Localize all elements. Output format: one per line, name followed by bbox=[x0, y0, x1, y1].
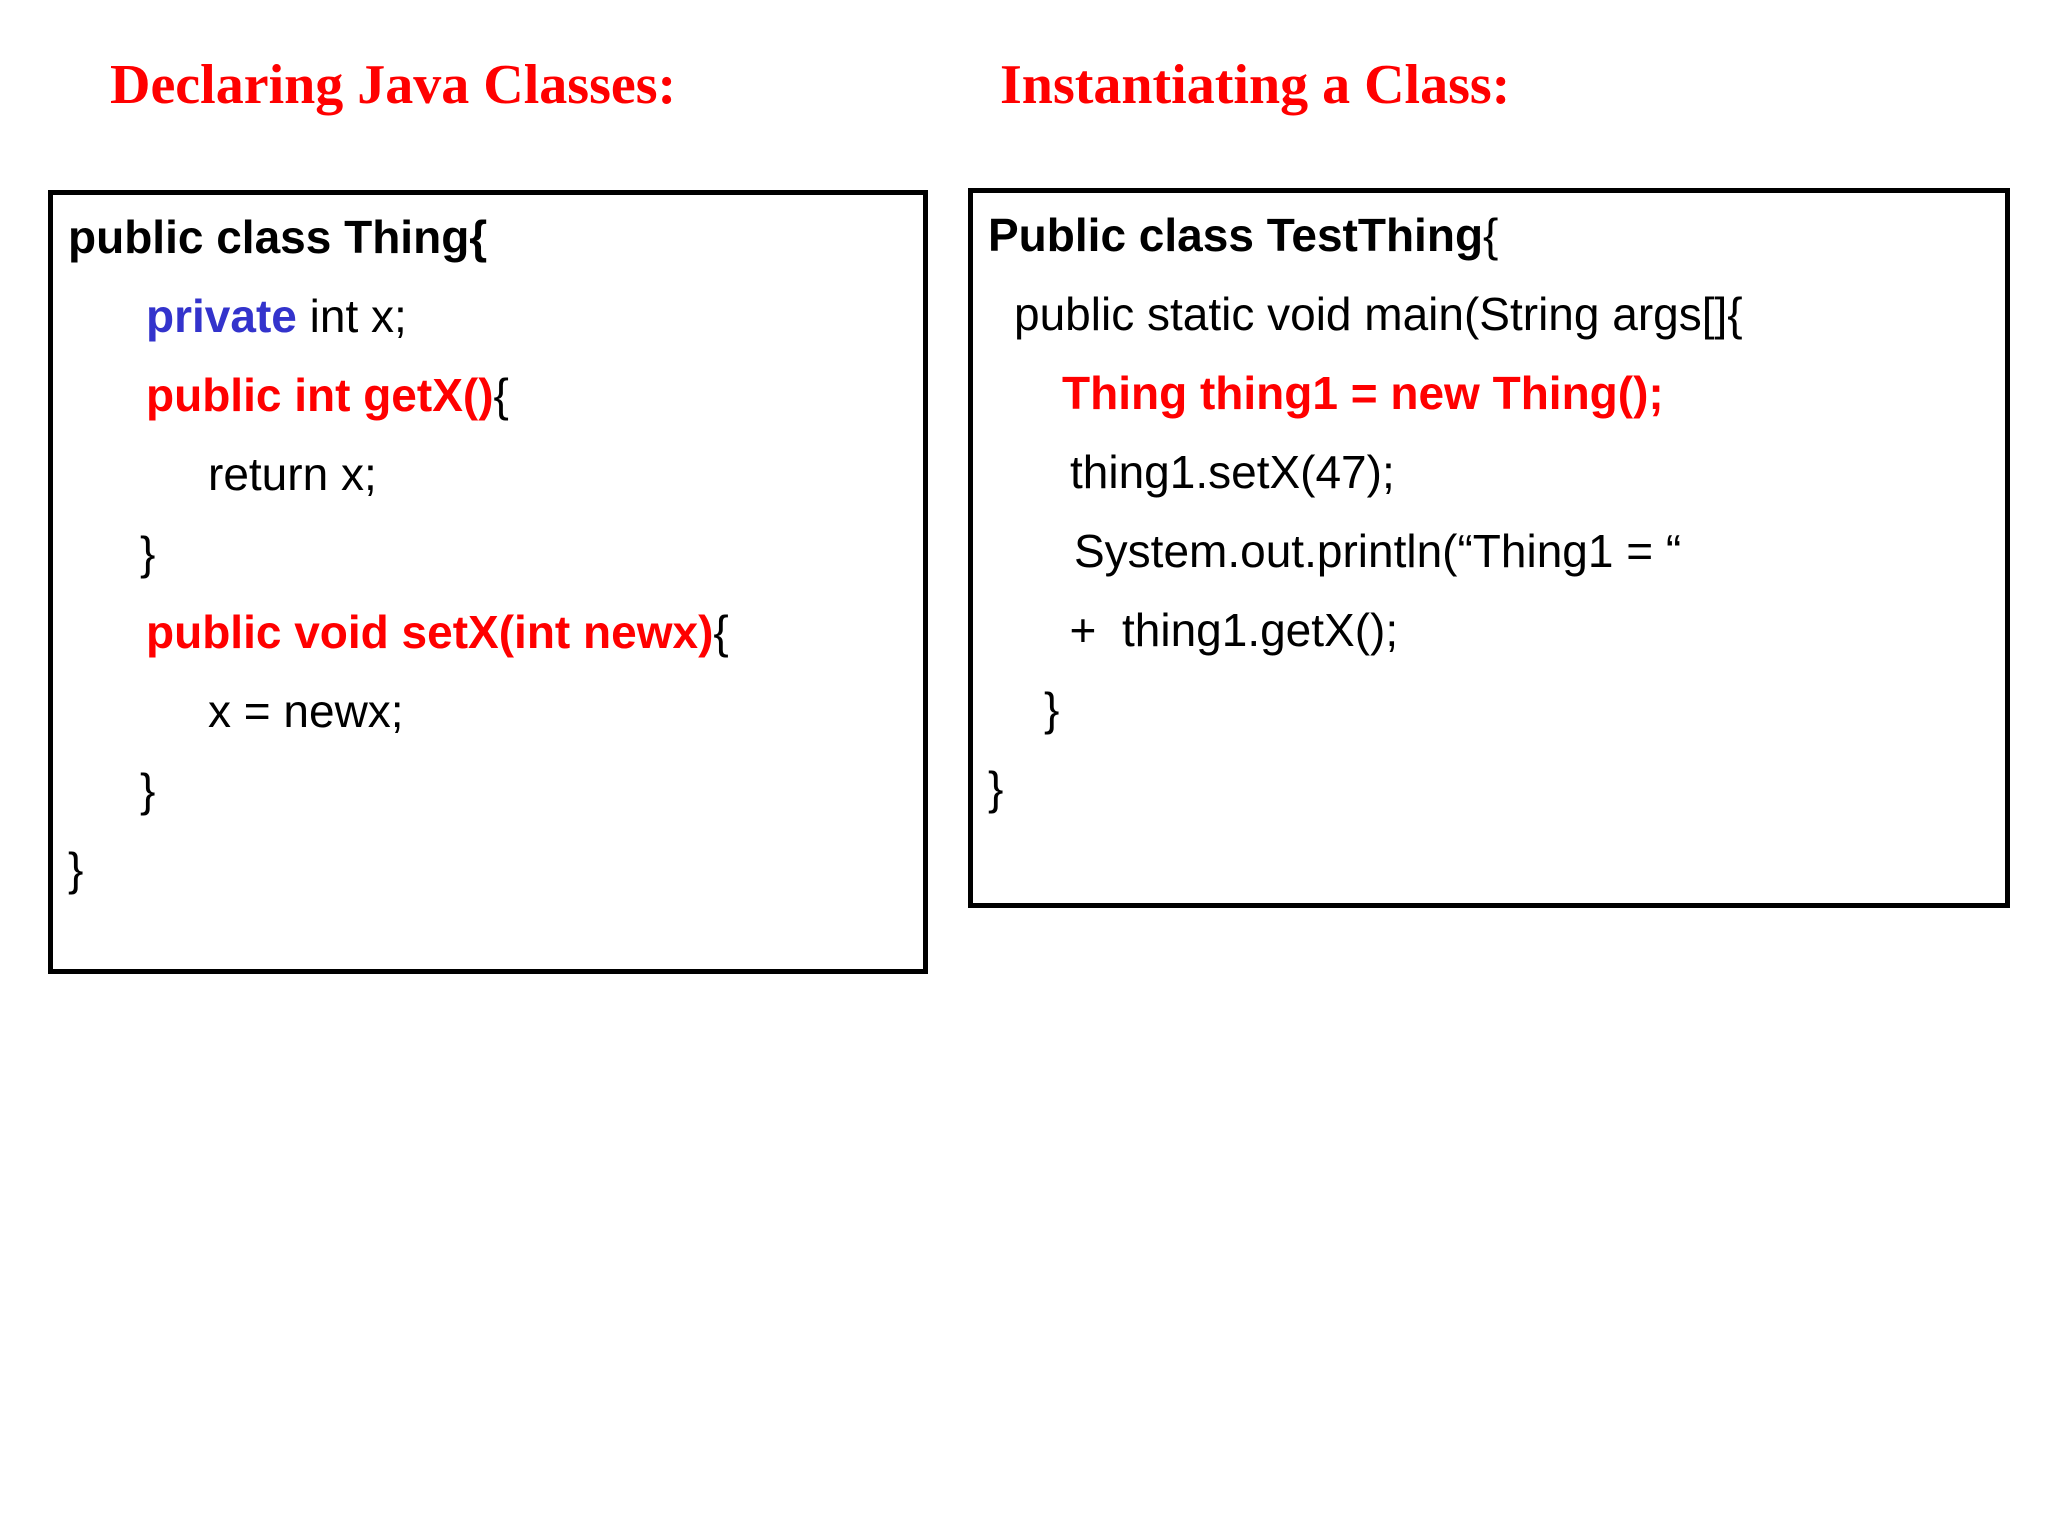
declaring-java-classes-code-text: public class Thing{private int x;public … bbox=[48, 190, 948, 909]
code-token: public int getX() bbox=[146, 369, 494, 421]
code-token: } bbox=[1044, 683, 1060, 735]
code-token: thing1.setX(47); bbox=[1070, 446, 1395, 498]
code-token: private bbox=[146, 290, 297, 342]
code-line: private int x; bbox=[68, 277, 948, 356]
instantiating-a-class-code-text: Public class TestThing{ public static voi… bbox=[968, 188, 2030, 828]
code-line: Public class TestThing{ bbox=[988, 196, 2030, 275]
heading-instantiating-a-class: Instantiating a Class: bbox=[1000, 54, 1511, 116]
code-token: Thing thing1 = new Thing(); bbox=[1062, 367, 1664, 419]
code-line: public static void main(String args[]{ bbox=[988, 275, 2030, 354]
code-line: Thing thing1 = new Thing(); bbox=[988, 354, 2030, 433]
code-token: } bbox=[140, 764, 156, 816]
code-token: x = newx; bbox=[208, 685, 404, 737]
code-line: return x; bbox=[68, 435, 948, 514]
code-token: return x; bbox=[208, 448, 377, 500]
code-token: { bbox=[713, 606, 729, 658]
code-line: thing1.setX(47); bbox=[988, 433, 2030, 512]
code-token: { bbox=[1483, 209, 1499, 261]
code-line: public void setX(int newx){ bbox=[68, 593, 948, 672]
code-token: public static void main(String args[]{ bbox=[1014, 288, 1743, 340]
code-line: x = newx; bbox=[68, 672, 948, 751]
code-token: int x; bbox=[296, 290, 407, 342]
code-token: public void setX(int newx) bbox=[146, 606, 714, 658]
code-token: public class Thing{ bbox=[68, 211, 488, 263]
code-token: } bbox=[140, 527, 156, 579]
declaring-java-classes-code-box bbox=[48, 190, 928, 974]
code-line: } bbox=[988, 670, 2030, 749]
code-line: System.out.println(“Thing1 = “ bbox=[988, 512, 2030, 591]
code-line: } bbox=[68, 514, 948, 593]
code-token: System.out.println(“Thing1 = “ bbox=[1074, 525, 1682, 577]
heading-declaring-java-classes: Declaring Java Classes: bbox=[110, 54, 677, 116]
code-token: Public class TestThing bbox=[988, 209, 1484, 261]
code-line: + thing1.getX(); bbox=[988, 591, 2030, 670]
code-line: } bbox=[988, 749, 2030, 828]
code-line: public class Thing{ bbox=[68, 198, 948, 277]
code-line: } bbox=[68, 830, 948, 909]
code-token: { bbox=[493, 369, 509, 421]
instantiating-a-class-code-box bbox=[968, 188, 2010, 908]
code-token: } bbox=[988, 762, 1004, 814]
code-line: public int getX(){ bbox=[68, 356, 948, 435]
code-token: } bbox=[68, 843, 84, 895]
code-token: + thing1.getX(); bbox=[1044, 604, 1399, 656]
code-line: } bbox=[68, 751, 948, 830]
